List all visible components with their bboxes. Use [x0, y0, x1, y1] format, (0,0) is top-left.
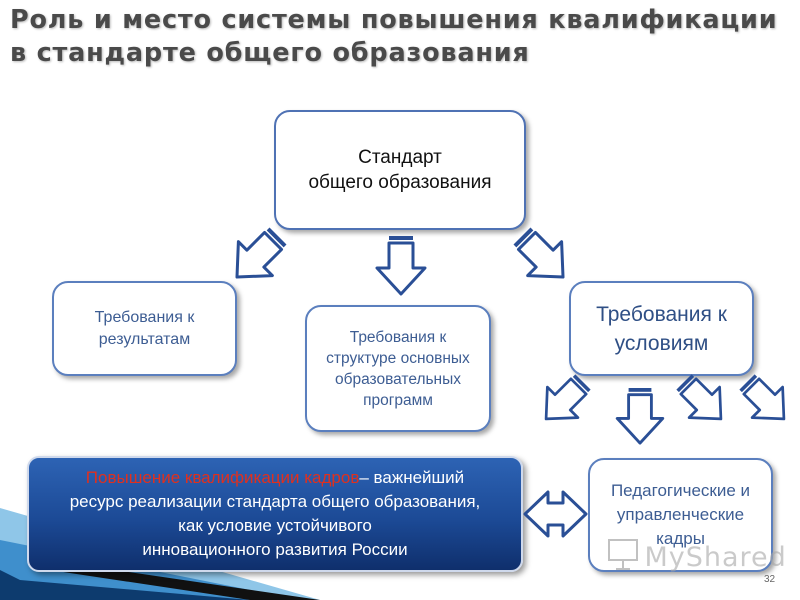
structure-box: Требования к структуре основных образова… [305, 305, 491, 432]
structure-line-4: программ [363, 391, 433, 409]
standard-line-2: общего образования [308, 172, 492, 193]
arrow-right-down-2 [730, 365, 800, 436]
structure-line-3: образовательных [334, 370, 462, 388]
results-line-2: результатам [98, 330, 191, 348]
presentation-icon [608, 539, 638, 570]
staff-line-3: кадры [656, 529, 705, 548]
banner-line-2: ресурс реализации стандарта общего образ… [69, 492, 481, 511]
arrow-to-conditions [503, 217, 582, 296]
banner-line-4: инновационного развития России [142, 540, 408, 559]
structure-line-2: структуре основных [326, 349, 470, 367]
page-number: 32 [764, 574, 776, 585]
watermark: MyShared [606, 536, 787, 573]
slide-title: Роль и место системы повышения квалифика… [10, 4, 790, 70]
banner-red-text: Повышение квалификации кадров [85, 468, 360, 487]
staff-line-2: управленческие [616, 505, 745, 524]
staff-box: Педагогические и управленческие кадры [588, 458, 773, 572]
arrow-right-down-1 [667, 365, 738, 436]
title-line-2: в стандарте общего образования [10, 38, 530, 68]
arrow-left-down-1 [529, 365, 600, 436]
banner-line-3: как условие устойчивого [178, 516, 372, 535]
standard-line-1: Стандарт [358, 147, 442, 168]
arrow-to-staff [615, 386, 665, 445]
arrow-to-structure [375, 234, 427, 296]
staff-line-1: Педагогические и [610, 481, 751, 500]
results-box: Требования к результатам [52, 281, 237, 376]
conditions-line-2: условиям [614, 331, 709, 355]
arrow-to-results [218, 217, 297, 296]
conditions-box: Требования к условиям [569, 281, 754, 376]
standard-box: Стандарт общего образования [274, 110, 526, 230]
double-headed-arrow [523, 490, 588, 538]
results-line-1: Требования к [94, 308, 195, 326]
title-line-1: Роль и место системы повышения квалифика… [10, 5, 778, 35]
conditions-line-1: Требования к [596, 302, 727, 326]
key-resource-banner: Повышение квалификации кадров– важнейший… [27, 456, 523, 572]
swoosh-dark [0, 570, 250, 600]
watermark-text: MyShared [644, 542, 787, 573]
banner-line-1-rest: – важнейший [359, 468, 465, 487]
structure-line-1: Требования к [349, 328, 447, 346]
